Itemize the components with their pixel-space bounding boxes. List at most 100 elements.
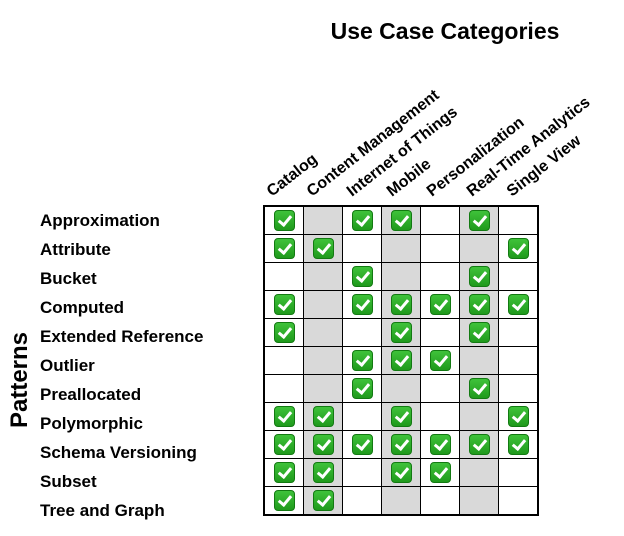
matrix-cell [420, 346, 460, 375]
matrix-cell [498, 205, 539, 235]
checkmark-icon [429, 462, 451, 483]
diagram-title: Use Case Categories [330, 18, 560, 44]
matrix-cell [498, 346, 539, 375]
matrix-cell [263, 290, 304, 319]
matrix-cell [498, 430, 539, 459]
checkmark-icon [507, 434, 529, 455]
checkmark-icon [468, 434, 490, 455]
row-label: Computed [40, 298, 125, 317]
matrix-cell [498, 486, 539, 516]
checkmark-icon [312, 406, 334, 427]
matrix-cell [303, 290, 343, 319]
checkmark-icon [351, 266, 373, 287]
checkmark-icon [273, 462, 295, 483]
matrix-cell [420, 234, 460, 263]
matrix-cell [498, 234, 539, 263]
row-label: Outlier [40, 356, 95, 375]
matrix-cell [303, 430, 343, 459]
matrix-cell [498, 402, 539, 431]
matrix-cell [459, 234, 499, 263]
checkmark-icon [273, 434, 295, 455]
matrix-cell [303, 402, 343, 431]
checkmark-icon [507, 238, 529, 259]
matrix-cell [342, 430, 382, 459]
checkmark-icon [273, 294, 295, 315]
checkmark-icon [312, 490, 334, 511]
matrix-cell [381, 374, 421, 403]
pattern-matrix [263, 205, 539, 516]
matrix-cell [420, 290, 460, 319]
matrix-cell [420, 205, 460, 235]
matrix-cell [342, 486, 382, 516]
matrix-row [263, 430, 539, 459]
matrix-cell [420, 430, 460, 459]
matrix-cell [342, 402, 382, 431]
matrix-cell [420, 374, 460, 403]
matrix-cell [263, 205, 304, 235]
matrix-cell [263, 346, 304, 375]
matrix-cell [303, 486, 343, 516]
matrix-cell [381, 205, 421, 235]
matrix-cell [420, 458, 460, 487]
matrix-cell [342, 346, 382, 375]
matrix-row [263, 346, 539, 375]
checkmark-icon [468, 322, 490, 343]
checkmark-icon [351, 350, 373, 371]
matrix-cell [263, 374, 304, 403]
row-label: Preallocated [40, 385, 142, 404]
checkmark-icon [351, 378, 373, 399]
matrix-row [263, 318, 539, 347]
checkmark-icon [390, 406, 412, 427]
checkmark-icon [390, 434, 412, 455]
matrix-cell [420, 486, 460, 516]
checkmark-icon [468, 378, 490, 399]
checkmark-icon [507, 294, 529, 315]
matrix-cell [459, 458, 499, 487]
patterns-axis-label: Patterns [6, 331, 33, 428]
checkmark-icon [468, 210, 490, 231]
matrix-cell [459, 402, 499, 431]
checkmark-icon [468, 266, 490, 287]
checkmark-icon [507, 406, 529, 427]
matrix-cell [303, 318, 343, 347]
matrix-row [263, 486, 539, 516]
matrix-cell [381, 262, 421, 291]
matrix-cell [381, 430, 421, 459]
matrix-cell [459, 346, 499, 375]
matrix-row [263, 402, 539, 431]
matrix-row [263, 262, 539, 291]
matrix-cell [263, 430, 304, 459]
matrix-cell [263, 262, 304, 291]
matrix-cell [263, 486, 304, 516]
checkmark-icon [312, 238, 334, 259]
row-label: Attribute [40, 240, 111, 259]
row-label: Schema Versioning [40, 443, 197, 462]
matrix-cell [303, 262, 343, 291]
checkmark-icon [273, 322, 295, 343]
matrix-cell [342, 234, 382, 263]
checkmark-icon [273, 238, 295, 259]
matrix-cell [263, 458, 304, 487]
matrix-row [263, 374, 539, 403]
checkmark-icon [390, 350, 412, 371]
matrix-cell [303, 234, 343, 263]
matrix-cell [342, 205, 382, 235]
matrix-cell [381, 458, 421, 487]
matrix-cell [459, 262, 499, 291]
row-label: Polymorphic [40, 414, 143, 433]
matrix-cell [498, 318, 539, 347]
checkmark-icon [351, 434, 373, 455]
matrix-cell [342, 262, 382, 291]
checkmark-icon [312, 434, 334, 455]
row-label: Extended Reference [40, 327, 204, 346]
matrix-row [263, 205, 539, 235]
matrix-cell [420, 262, 460, 291]
matrix-cell [459, 205, 499, 235]
matrix-cell [342, 458, 382, 487]
checkmark-icon [390, 462, 412, 483]
matrix-cell [303, 374, 343, 403]
matrix-cell [263, 402, 304, 431]
matrix-cell [381, 402, 421, 431]
checkmark-icon [273, 210, 295, 231]
checkmark-icon [429, 294, 451, 315]
